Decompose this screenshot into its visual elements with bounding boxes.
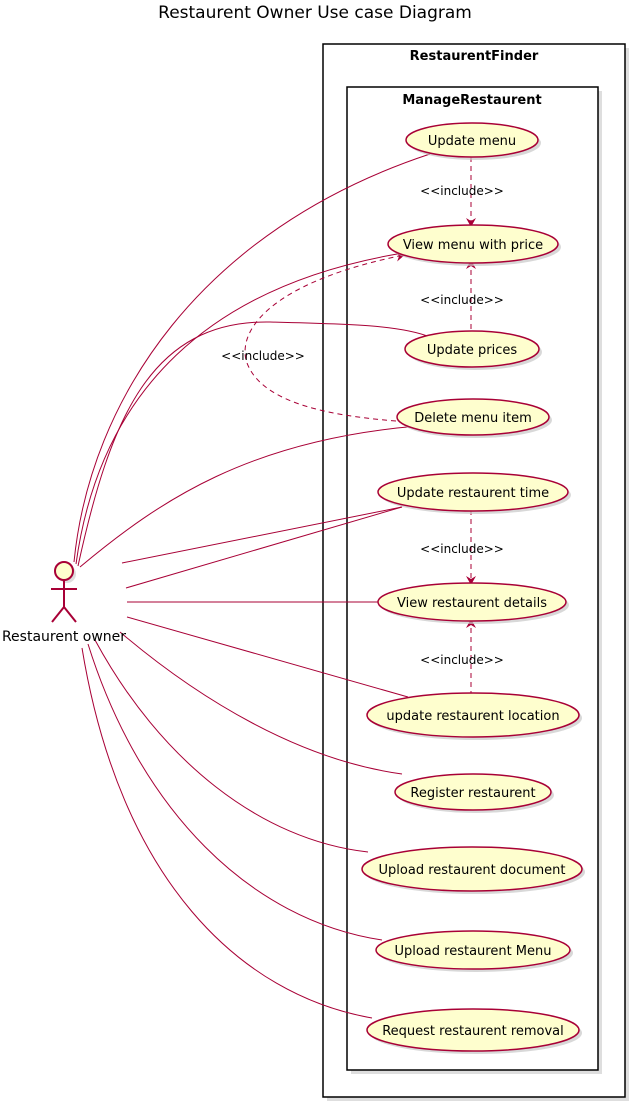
actor-restaurent-owner[interactable]: Restaurent owner — [2, 561, 126, 645]
use-case-label: Upload restaurent Menu — [394, 944, 551, 959]
association-line-view-menu-with-price — [75, 252, 404, 565]
association-line-update-menu — [73, 153, 431, 563]
use-case-ellipse[interactable] — [387, 224, 559, 264]
use-case-label: Delete menu item — [414, 411, 532, 426]
use-case-ellipse[interactable] — [377, 472, 569, 512]
use-case-label: Update restaurent time — [397, 486, 549, 501]
use-case-view-restaurent-details[interactable]: View restaurent details — [377, 582, 569, 624]
package-label-outer: RestaurentFinder — [410, 49, 539, 64]
use-case-upload-restaurent-document[interactable]: Upload restaurent document — [361, 846, 585, 894]
package-label-inner: ManageRestaurent — [402, 93, 541, 108]
use-case-label: Request restaurent removal — [382, 1024, 564, 1039]
use-case-delete-menu-item[interactable]: Delete menu item — [396, 398, 552, 438]
use-case-update-prices[interactable]: Update prices — [404, 330, 542, 370]
use-case-label: Update prices — [427, 343, 518, 358]
use-case-ellipse[interactable] — [375, 930, 571, 970]
diagram-title: Restaurent Owner Use case Diagram — [158, 3, 472, 23]
use-case-ellipse[interactable] — [394, 773, 552, 811]
association-line-request-restaurent-removal — [81, 647, 373, 1019]
actor-name: Restaurent owner — [2, 629, 126, 645]
use-case-ellipse[interactable] — [377, 582, 567, 622]
use-case-label: View menu with price — [403, 238, 543, 253]
association-line-upload-restaurent-menu — [87, 643, 383, 941]
use-case-request-restaurent-removal[interactable]: Request restaurent removal — [366, 1008, 582, 1054]
association-lines — [73, 153, 431, 1019]
use-case-update-menu[interactable]: Update menu — [405, 122, 541, 160]
include-label: <<include>> — [420, 653, 504, 667]
association-line-register-restaurent — [119, 631, 403, 775]
use-case-ellipse[interactable] — [366, 692, 580, 738]
stick-figure-actor-icon — [51, 561, 77, 623]
include-label: <<include>> — [420, 293, 504, 307]
use-case-ellipse[interactable] — [366, 1008, 580, 1052]
use-case-update-restaurent-location[interactable]: update restaurent location — [366, 692, 582, 740]
use-case-ellipse[interactable] — [361, 846, 583, 892]
association-line-delete-menu-item — [79, 425, 419, 568]
include-arrow-delete-menu-item — [244, 251, 405, 422]
association-line-update-restaurent-location — [126, 616, 409, 698]
use-case-label: Upload restaurent document — [379, 863, 566, 878]
use-case-view-menu-with-price[interactable]: View menu with price — [387, 224, 561, 266]
use-case-ellipse[interactable] — [396, 398, 550, 436]
include-dependencies: <<include>> <<include>> <<include>> <<in… — [221, 157, 504, 696]
use-case-label: View restaurent details — [397, 596, 547, 611]
association-line-update-prices — [77, 321, 431, 567]
use-case-update-restaurent-time[interactable]: Update restaurent time — [377, 472, 571, 514]
use-case-ellipse[interactable] — [404, 330, 540, 368]
association-line-update-restaurent-time-2 — [125, 506, 403, 589]
use-case-register-restaurent[interactable]: Register restaurent — [394, 773, 554, 813]
use-case-label: Register restaurent — [410, 786, 535, 801]
include-label: <<include>> — [420, 184, 504, 198]
association-line-update-restaurent-time — [121, 506, 403, 564]
use-case-ellipse[interactable] — [405, 122, 539, 158]
use-case-upload-restaurent-menu[interactable]: Upload restaurent Menu — [375, 930, 573, 972]
use-case-label: Update menu — [428, 134, 516, 149]
association-line-upload-restaurent-document — [94, 639, 369, 853]
use-case-label: update restaurent location — [386, 709, 559, 724]
include-label: <<include>> — [221, 349, 305, 363]
include-label: <<include>> — [420, 542, 504, 556]
